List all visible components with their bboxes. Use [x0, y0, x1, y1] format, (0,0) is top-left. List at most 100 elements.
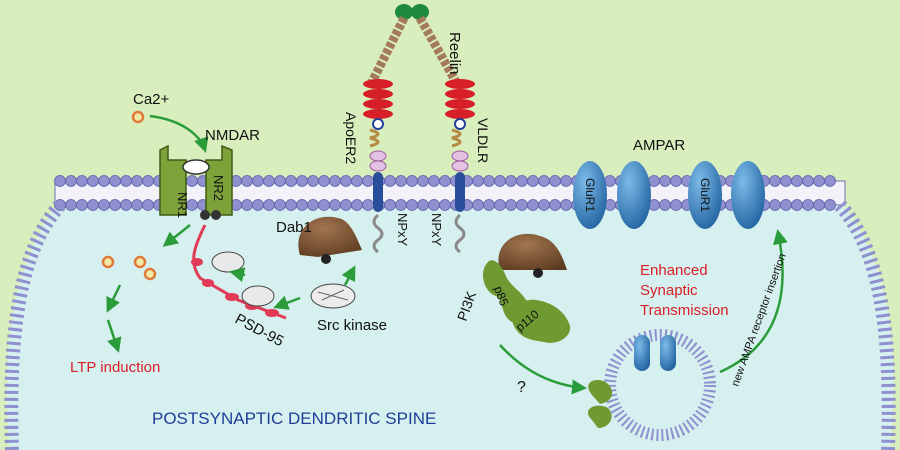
lipid-head	[296, 175, 308, 187]
reelin-label: Reelin	[446, 32, 463, 75]
src-dab1-arrow	[341, 265, 356, 286]
question-label: ?	[517, 379, 526, 396]
lipid-head	[802, 175, 814, 187]
lipid-head	[472, 175, 484, 187]
lipid-head	[505, 175, 517, 187]
glur1-left-label: GluR1	[583, 178, 597, 212]
ltp-arrow-1	[106, 284, 122, 313]
lipid-head	[384, 175, 396, 187]
lipid-head	[395, 199, 407, 211]
lipid-head	[527, 175, 539, 187]
lipid-head	[769, 199, 781, 211]
lipid-head	[560, 199, 572, 211]
lipid-head	[274, 175, 286, 187]
reelin-dimer	[367, 4, 460, 85]
lipid-head	[241, 199, 253, 211]
lipid-head	[318, 175, 330, 187]
lipid-head	[54, 175, 66, 187]
lipid-head	[549, 199, 561, 211]
lipid-head	[769, 175, 781, 187]
lipid-head	[340, 199, 352, 211]
psd95-scaffold	[191, 224, 287, 320]
lipid-head	[329, 175, 341, 187]
lipid-head	[109, 199, 121, 211]
pi3k-vesicle-arrow	[499, 344, 587, 395]
spine-title: POSTSYNAPTIC DENDRITIC SPINE	[152, 409, 436, 428]
ca2-influx-arrow	[149, 114, 209, 153]
lipid-head	[307, 199, 319, 211]
npxy-left-label: NPxY	[395, 213, 410, 247]
lipid-head	[65, 199, 77, 211]
psd95-internal-arrow	[229, 267, 246, 283]
ca2-release-arrow	[162, 224, 191, 247]
lipid-head	[329, 199, 341, 211]
lipid-head	[483, 199, 495, 211]
lipid-head	[285, 199, 297, 211]
lipid-head	[76, 199, 88, 211]
apoer2-receptor	[363, 79, 393, 254]
vldlr-receptor	[445, 79, 475, 254]
lipid-head	[560, 175, 572, 187]
lipid-head	[98, 175, 110, 187]
lipid-head	[120, 199, 132, 211]
lipid-head	[406, 175, 418, 187]
dab1-protein-2	[498, 233, 567, 278]
lipid-head	[120, 175, 132, 187]
lipid-head	[670, 199, 682, 211]
lipid-head	[351, 199, 363, 211]
ca2-ions	[101, 110, 157, 281]
lipid-head	[285, 175, 297, 187]
lipid-head	[351, 175, 363, 187]
lipid-head	[428, 175, 440, 187]
nr1-label: NR1	[175, 192, 190, 218]
lipid-head	[439, 199, 451, 211]
src-kinase	[310, 283, 356, 309]
lipid-head	[780, 199, 792, 211]
enhanced-line-2: Synaptic	[640, 282, 698, 299]
lipid-head	[186, 175, 198, 187]
lipid-head	[384, 199, 396, 211]
ampar-label: AMPAR	[633, 137, 685, 154]
lipid-head	[824, 175, 836, 187]
lipid-head	[659, 175, 671, 187]
lipid-head	[340, 175, 352, 187]
lipid-head	[142, 175, 154, 187]
lipid-head	[87, 175, 99, 187]
lipid-head	[296, 199, 308, 211]
ampar-vesicle	[588, 329, 716, 441]
insertion-arrow	[719, 229, 788, 374]
lipid-head	[659, 199, 671, 211]
lipid-head	[538, 175, 550, 187]
lipid-head	[670, 175, 682, 187]
ampar-receptors	[573, 161, 765, 229]
lipid-head	[263, 199, 275, 211]
lipid-head	[274, 199, 286, 211]
lipid-head	[395, 175, 407, 187]
lipid-head	[791, 175, 803, 187]
lipid-head	[791, 199, 803, 211]
src-psd95-arrow	[273, 295, 301, 310]
pi3k-complex	[482, 260, 571, 343]
lipid-head	[142, 199, 154, 211]
lipid-head	[813, 175, 825, 187]
lipid-head	[483, 175, 495, 187]
vldlr-label: VLDLR	[475, 118, 491, 163]
dab1-protein	[298, 216, 362, 264]
lipid-head	[472, 199, 484, 211]
lipid-head	[76, 175, 88, 187]
lipid-head	[318, 199, 330, 211]
lipid-head	[65, 175, 77, 187]
lipid-head	[131, 175, 143, 187]
lipid-head	[131, 199, 143, 211]
apoer2-label: ApoER2	[343, 112, 359, 164]
lipid-head	[406, 199, 418, 211]
lipid-head	[362, 199, 374, 211]
lipid-head	[87, 199, 99, 211]
lipid-head	[307, 175, 319, 187]
enhanced-line-1: Enhanced	[640, 262, 708, 279]
lipid-head	[241, 175, 253, 187]
lipid-head	[527, 199, 539, 211]
lipid-head	[813, 199, 825, 211]
